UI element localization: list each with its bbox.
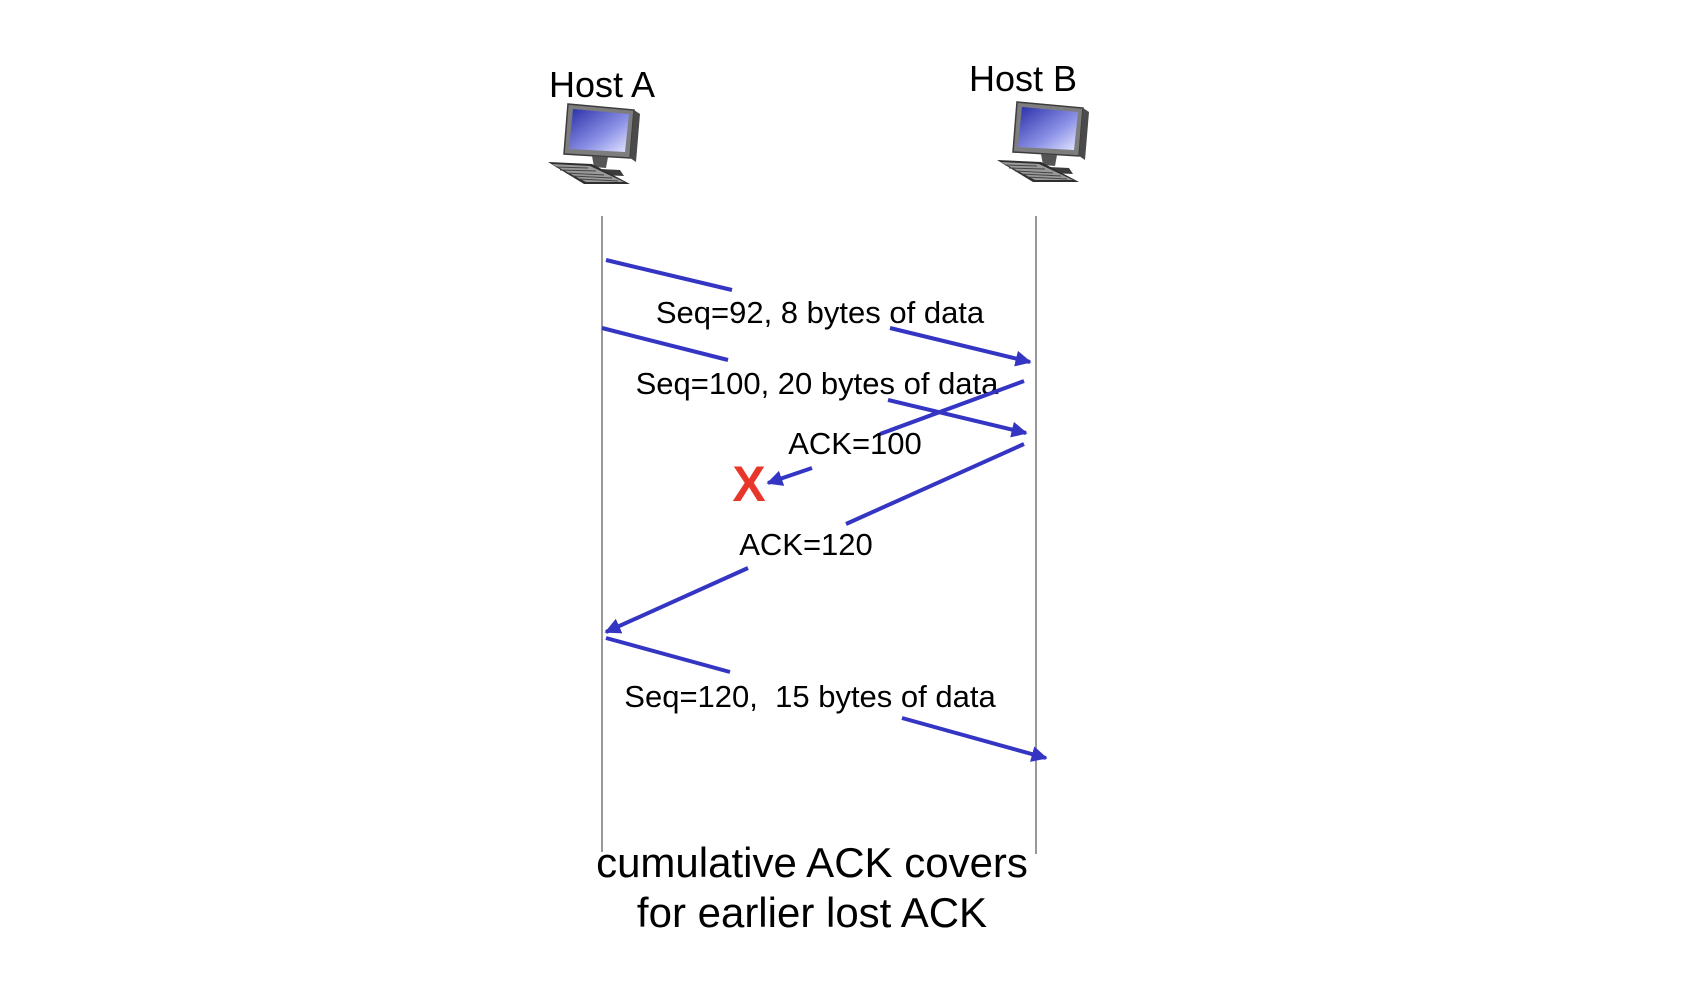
message-arrow-ack100-lost [766, 379, 1025, 486]
host-b-label: Host B [969, 58, 1077, 99]
message-arrow-seq100 [601, 326, 1028, 438]
lost-packet-x-icon: X [732, 456, 765, 512]
caption-line-1: cumulative ACK covers [596, 839, 1028, 886]
message-label-seq92: Seq=92, 8 bytes of data [656, 295, 985, 330]
desktop-computer-icon [996, 101, 1090, 183]
message-label-ack100: ACK=100 [788, 426, 922, 461]
message-arrow-ack120 [604, 442, 1025, 634]
caption-line-2: for earlier lost ACK [637, 889, 987, 936]
message-label-seq100: Seq=100, 20 bytes of data [636, 366, 1000, 401]
host-a-label: Host A [549, 64, 655, 105]
message-label-seq120: Seq=120, 15 bytes of data [624, 679, 996, 714]
message-label-ack120: ACK=120 [739, 527, 873, 562]
desktop-computer-icon [547, 103, 641, 185]
message-arrow-seq92 [605, 258, 1032, 367]
message-arrow-seq120 [605, 636, 1048, 762]
